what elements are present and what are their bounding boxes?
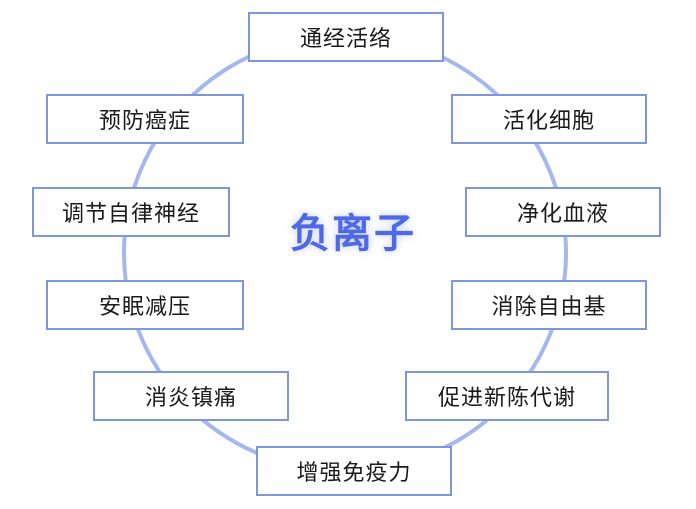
benefit-box-left-1: 预防癌症 [46, 94, 244, 144]
benefit-box-left-4: 消炎镇痛 [93, 371, 289, 421]
benefit-box-right-2: 净化血液 [465, 187, 661, 237]
benefit-box-top: 通经活络 [248, 12, 444, 62]
benefit-box-left-3: 安眠减压 [46, 280, 244, 330]
benefit-box-right-3: 消除自由基 [451, 280, 647, 330]
benefit-box-right-4: 促进新陈代谢 [405, 371, 609, 421]
center-title: 负离子 [290, 211, 416, 257]
benefit-box-bottom: 增强免疫力 [256, 446, 452, 496]
benefit-box-right-1: 活化细胞 [451, 94, 647, 144]
benefit-box-left-2: 调节自律神经 [32, 187, 230, 237]
